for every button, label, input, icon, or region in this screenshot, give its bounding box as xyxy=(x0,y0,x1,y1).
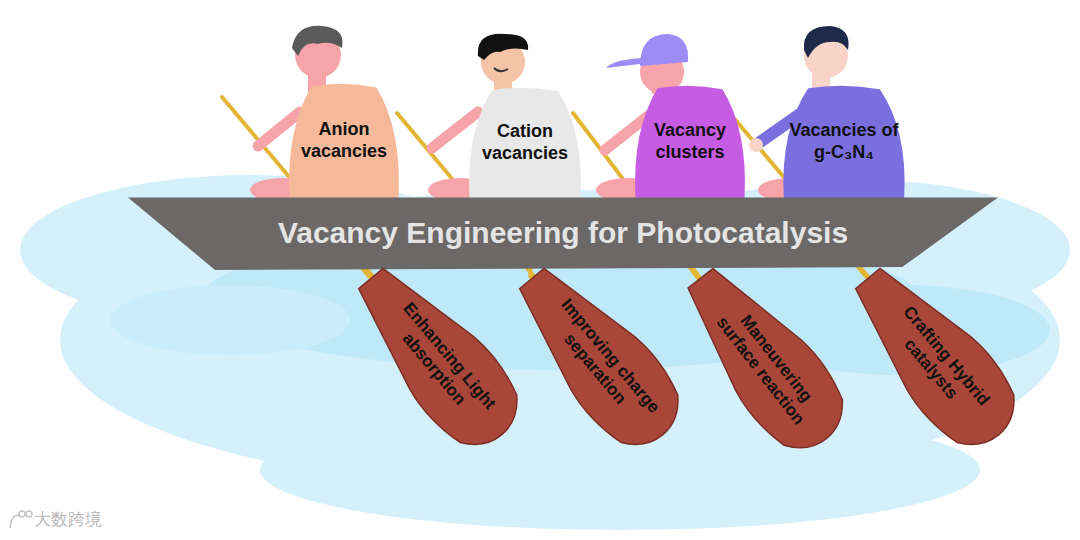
watermark-logo xyxy=(10,511,32,528)
oar-blade: Enhancing Light absorption xyxy=(334,247,535,463)
boat-hull: Vacancy Engineering for Photocatalysis xyxy=(128,196,998,270)
rower-label: Vacancy clusters xyxy=(638,120,742,163)
oar-blade: Crafting Hybrid catalysts xyxy=(831,247,1032,463)
rower-label: Vacancies of g-C₃N₄ xyxy=(786,120,902,163)
rower-shirt: Anion vacancies xyxy=(286,84,402,198)
water xyxy=(20,175,1070,530)
oar-blade: Maneuvering surface reaction xyxy=(663,248,860,466)
rower-label: Anion vacancies xyxy=(292,119,396,162)
rower-shirt: Vacancy clusters xyxy=(632,86,748,198)
rower-shirt: Vacancies of g-C₃N₄ xyxy=(780,86,908,198)
rower-shirt: Cation vacancies xyxy=(466,88,584,198)
hull-title: Vacancy Engineering for Photocatalysis xyxy=(278,216,848,250)
oar-blade: Improving charge separation xyxy=(495,247,696,463)
watermark: 大数跨境 xyxy=(34,508,102,531)
rower-label: Cation vacancies xyxy=(472,121,578,164)
